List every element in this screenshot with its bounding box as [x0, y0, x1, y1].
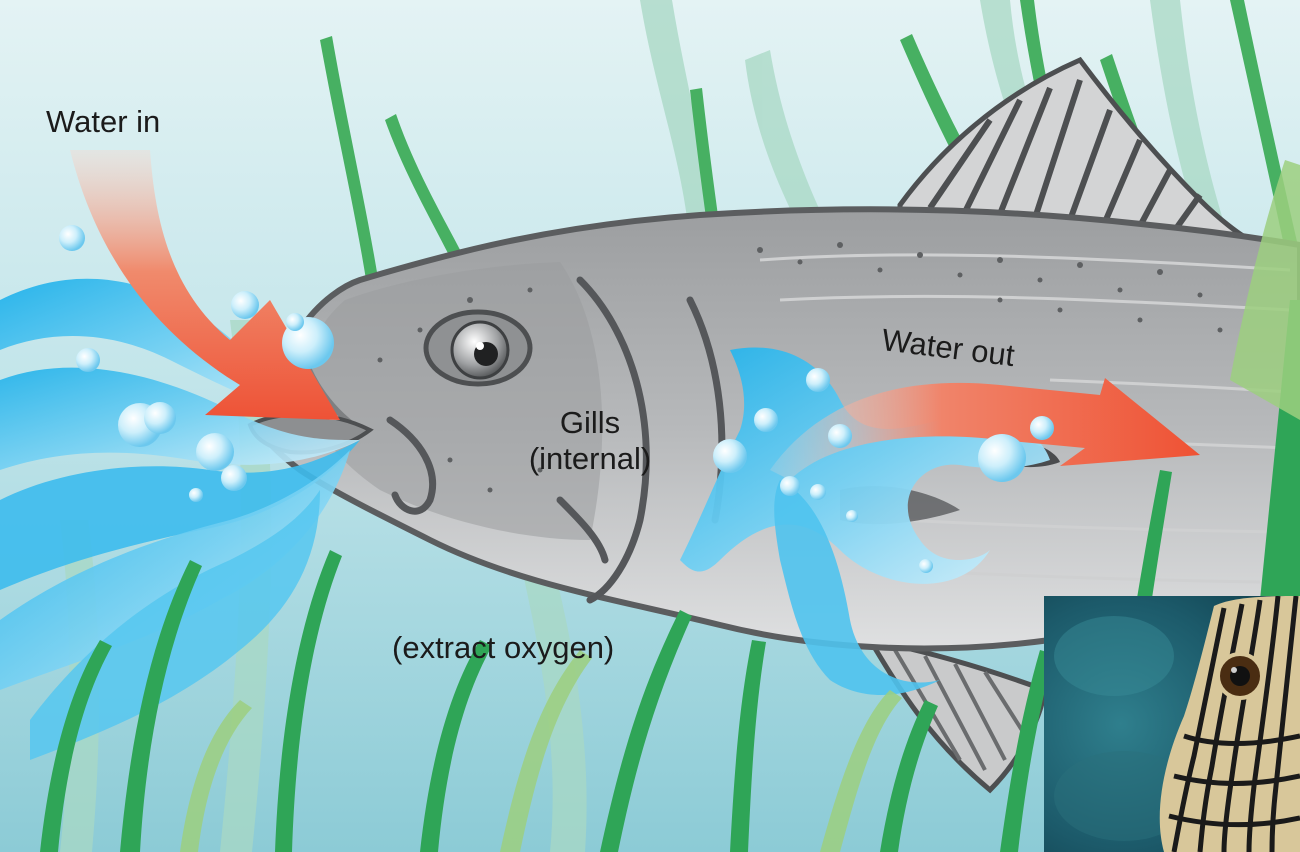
gills-label: Gills (internal) — [500, 405, 680, 476]
extract-oxygen-label: (extract oxygen) — [392, 630, 614, 666]
fish-photo-inset — [1044, 596, 1300, 852]
fish-photo — [1044, 596, 1300, 852]
gills-title: Gills — [500, 405, 680, 441]
water-in-label: Water in — [46, 104, 160, 140]
fish-eye-icon — [426, 312, 530, 384]
gills-subtitle: (internal) — [500, 441, 680, 477]
